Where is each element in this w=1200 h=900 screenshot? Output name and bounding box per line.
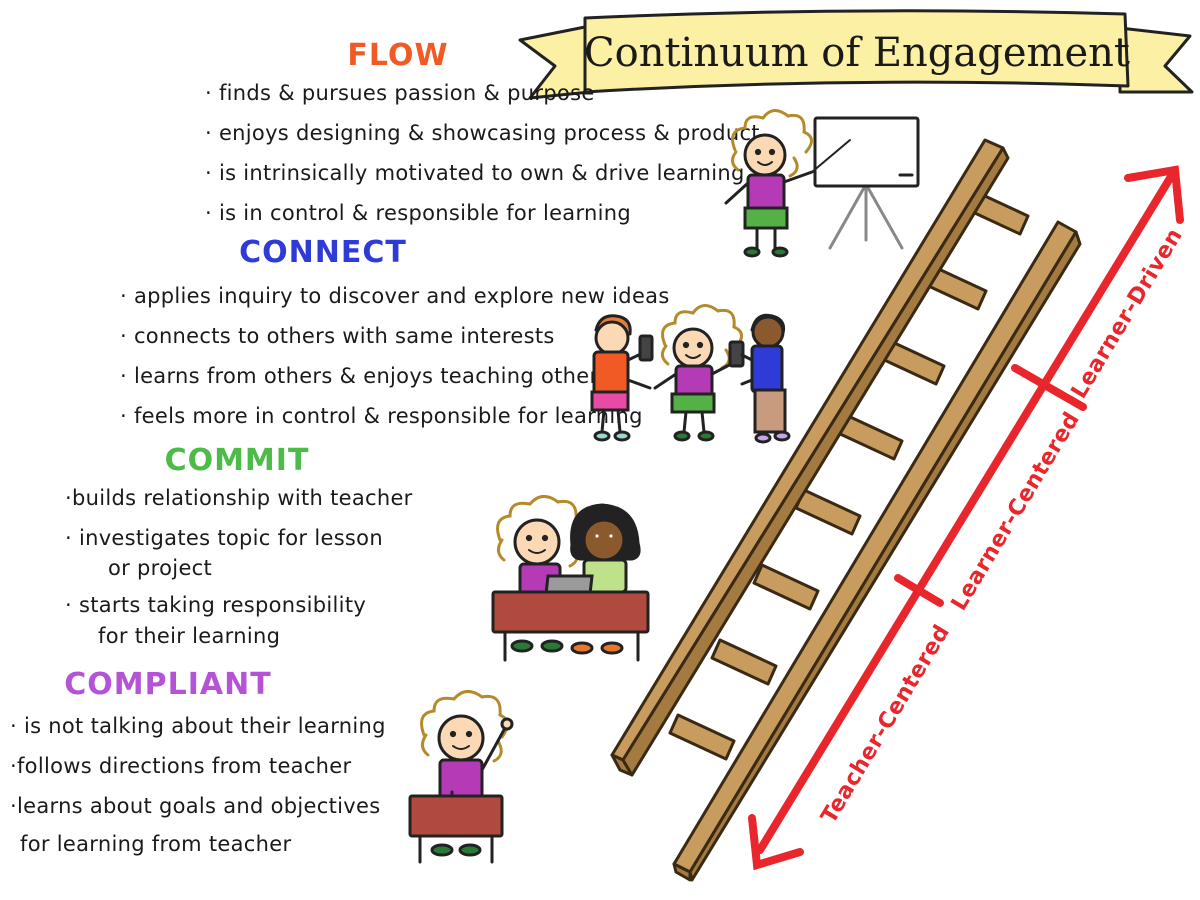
list-item: for their learning [98, 624, 280, 648]
page-title: Continuum of Engagement [584, 30, 1130, 76]
teacher-at-board-icon [724, 109, 920, 258]
list-item: for learning from teacher [20, 832, 291, 856]
list-item: or project [108, 556, 212, 580]
list-item: · starts taking responsibility [65, 593, 366, 617]
ladder-icon [610, 138, 1082, 882]
list-item: · connects to others with same interests [120, 324, 555, 348]
list-item: ·follows directions from teacher [10, 754, 352, 778]
list-item: · is not talking about their learning [10, 714, 386, 738]
heading-commit: COMMIT [165, 443, 310, 478]
list-item: · investigates topic for lesson [65, 526, 383, 550]
list-item: · is intrinsically motivated to own & dr… [205, 161, 745, 185]
students-at-laptop-icon [491, 495, 650, 662]
list-item: · is in control & responsible for learni… [205, 201, 631, 225]
list-item: · applies inquiry to discover and explor… [120, 284, 670, 308]
student-at-desk-icon [408, 690, 514, 864]
double-arrow-icon [748, 165, 1184, 871]
heading-compliant: COMPLIANT [64, 667, 271, 702]
list-item: ·builds relationship with teacher [65, 486, 413, 510]
list-item: · learns from others & enjoys teaching o… [120, 364, 610, 388]
list-item: · finds & pursues passion & purpose [205, 81, 595, 105]
heading-connect: CONNECT [239, 235, 407, 270]
students-collaborating-icon [590, 304, 791, 444]
banner-icon: Continuum of Engagement [518, 9, 1194, 100]
list-item: ·learns about goals and objectives [10, 794, 380, 818]
heading-flow: FLOW [347, 38, 448, 73]
list-item: · enjoys designing & showcasing process … [205, 121, 760, 145]
list-item: · feels more in control & responsible fo… [120, 404, 643, 428]
